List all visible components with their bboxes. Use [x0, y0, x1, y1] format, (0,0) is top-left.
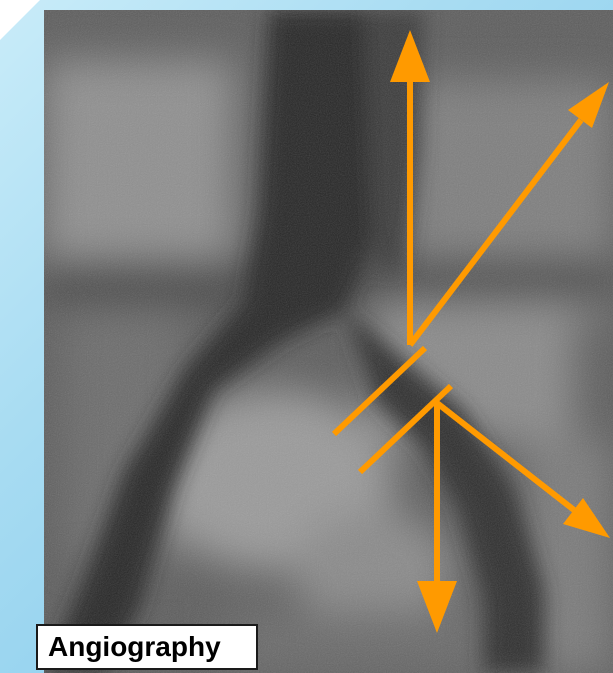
angiogram-image: [44, 10, 613, 673]
bezel-corner: [0, 0, 40, 40]
caption-label: Angiography: [36, 624, 258, 670]
